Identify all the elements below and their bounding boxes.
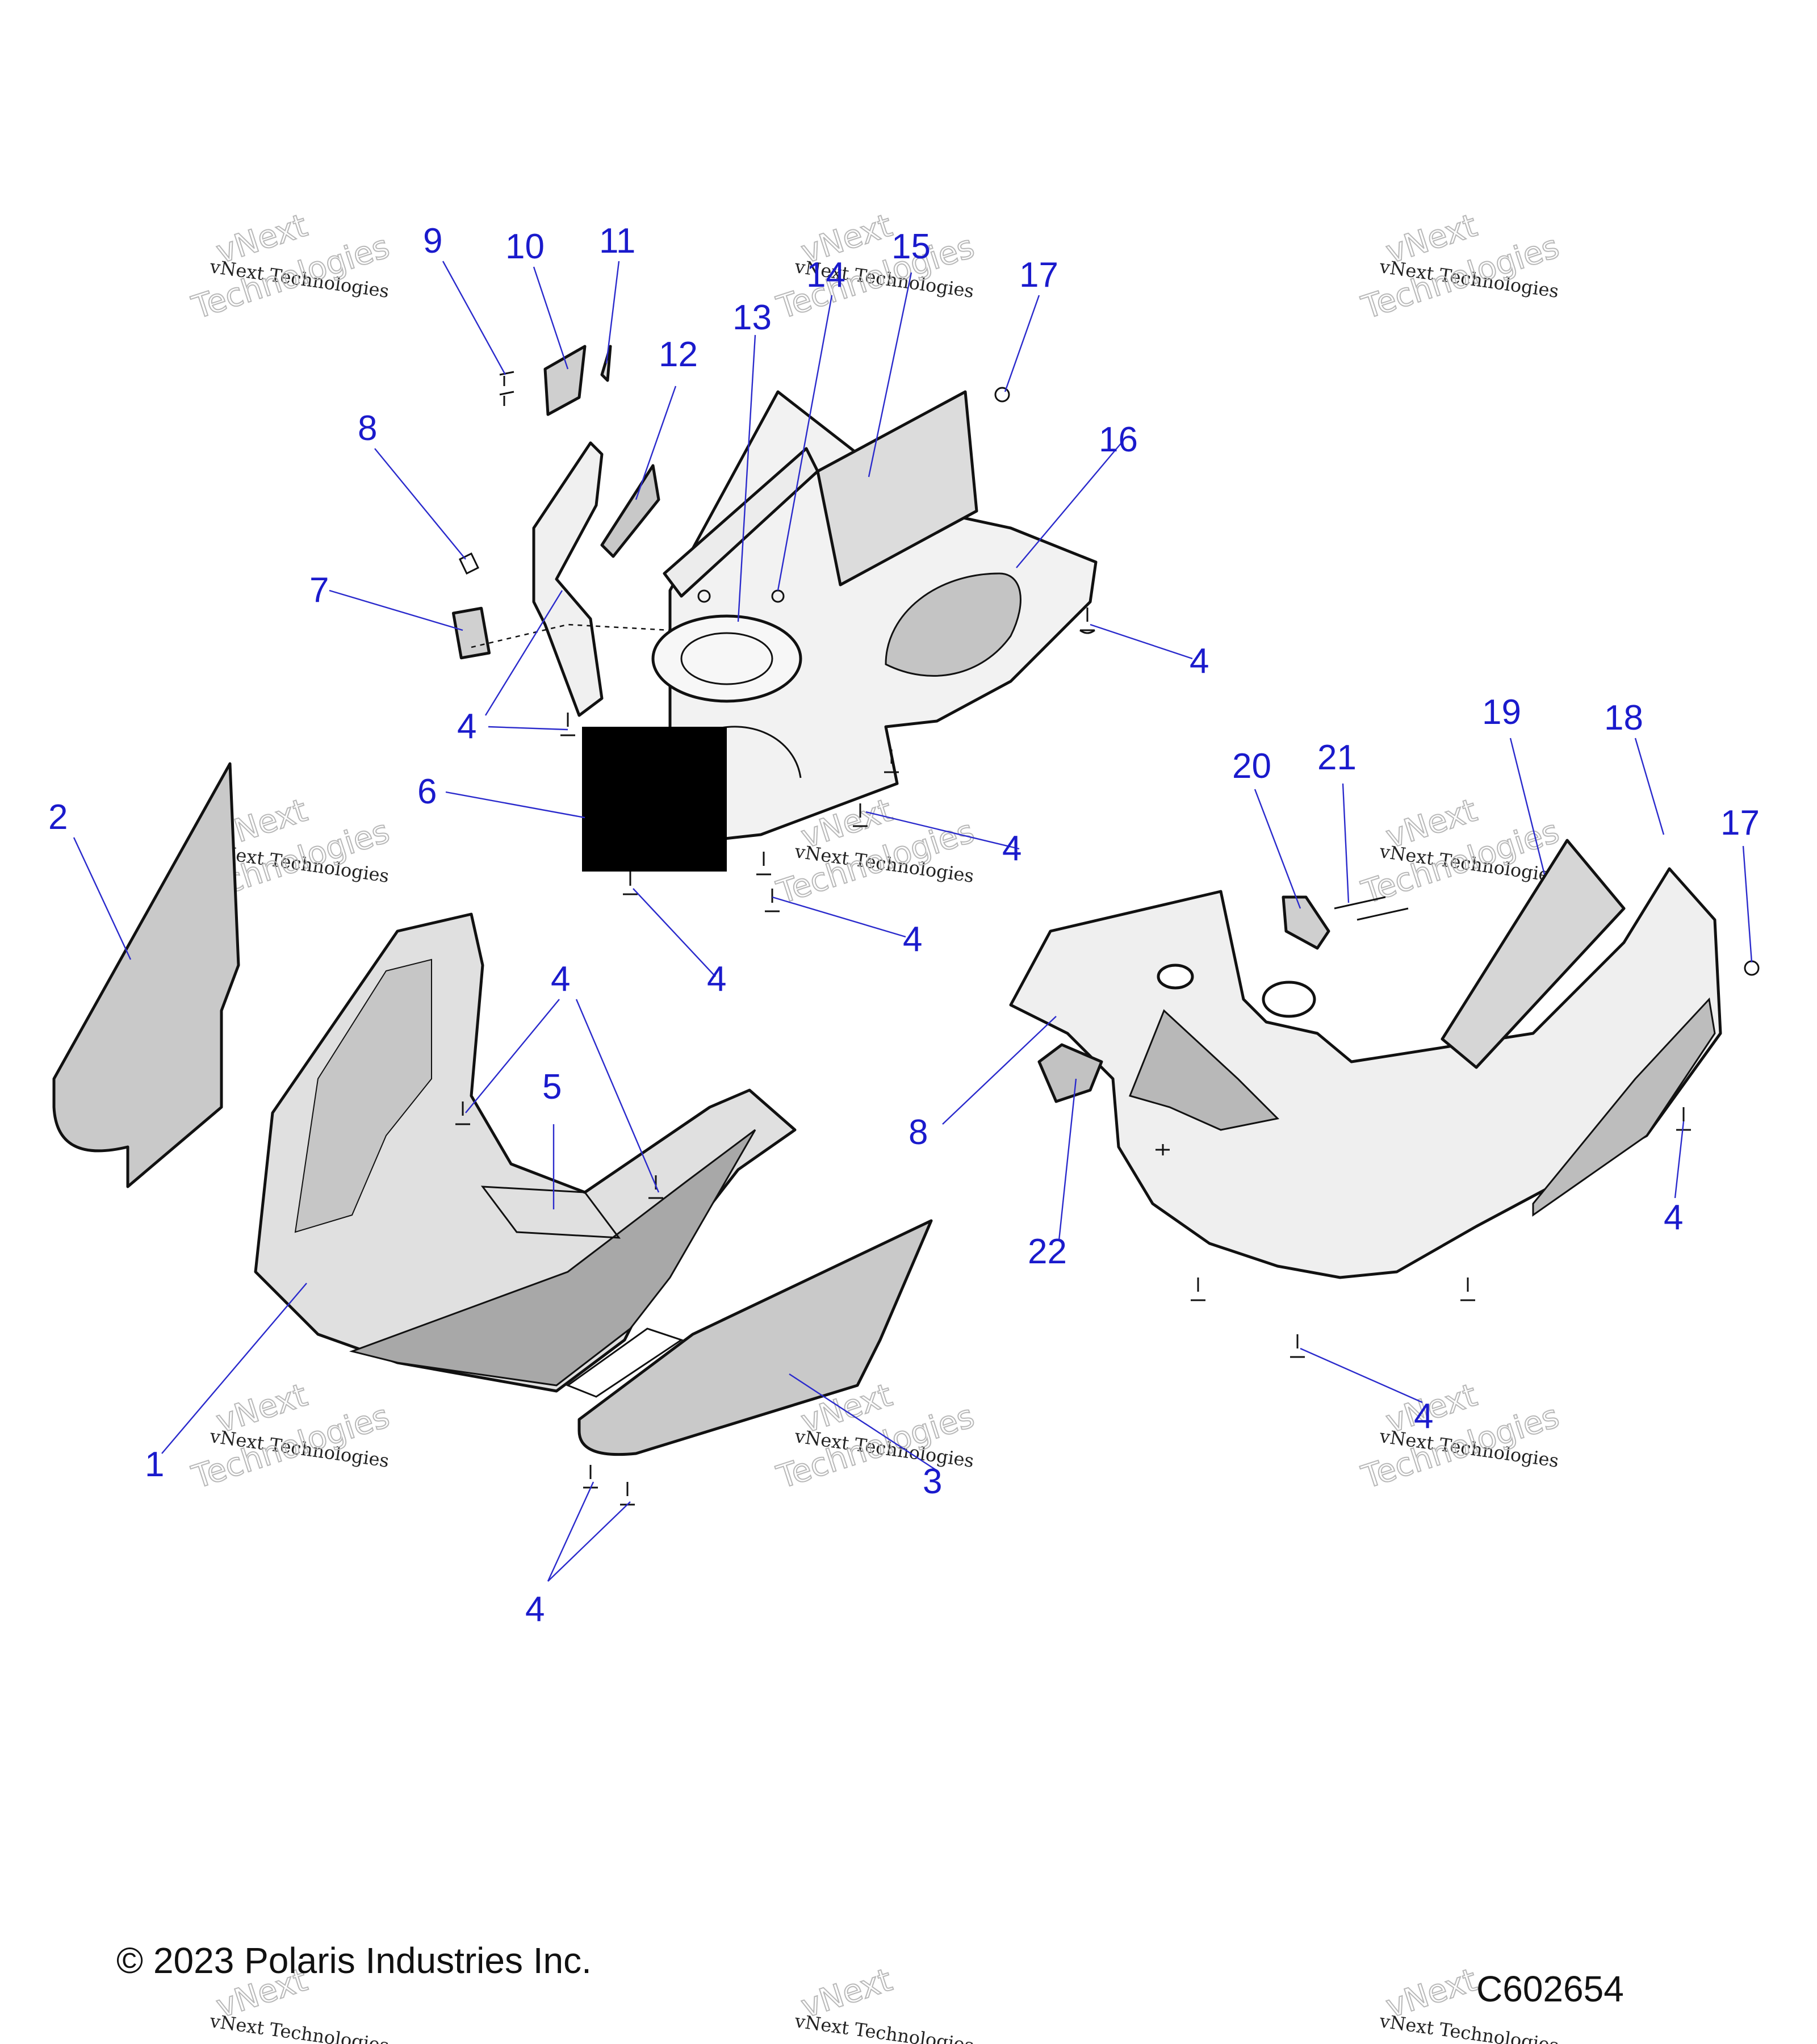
part-13-tray-rail — [663, 447, 819, 598]
callout-17b: 17 — [1720, 803, 1760, 843]
callout-4b: 4 — [457, 707, 476, 746]
callout-15: 15 — [891, 227, 931, 266]
callout-20: 20 — [1232, 747, 1271, 786]
callout-13: 13 — [732, 298, 772, 337]
push-rivets — [455, 608, 1691, 1506]
front-left-assembly — [52, 762, 933, 1456]
watermark: vNext vNext Technologies Technologies — [1357, 1376, 1564, 1497]
part-15-pad — [816, 390, 978, 587]
part-18-mount-hole — [1262, 981, 1316, 1018]
callout-6: 6 — [417, 772, 437, 811]
callout-4i: 4 — [1414, 1397, 1433, 1436]
part-13-air-intake — [651, 614, 802, 703]
callout-4g: 4 — [525, 1590, 545, 1629]
watermark: vNext vNext Technologies — [793, 1961, 976, 2044]
part-21-bolts — [1334, 896, 1409, 921]
svg-text:vNext Technologies: vNext Technologies — [793, 2010, 976, 2044]
svg-text:vNext Technologies: vNext Technologies — [208, 2010, 391, 2044]
copyright-notice: © 2023 Polaris Industries Inc. — [116, 1940, 592, 1981]
part-9-screws — [499, 371, 514, 406]
callout-4h: 4 — [1664, 1198, 1683, 1237]
callout-5: 5 — [542, 1067, 562, 1107]
part-2-side-panel — [52, 762, 240, 1188]
part-5-decal — [480, 1186, 621, 1239]
part-7-clip — [451, 606, 491, 660]
part-11-strip — [600, 345, 612, 382]
part-13-air-intake-inner — [680, 632, 773, 685]
svg-text:vNext Technologies: vNext Technologies — [1378, 2010, 1560, 2044]
callout-4d: 4 — [903, 920, 922, 959]
callout-16: 16 — [1099, 420, 1138, 459]
redaction-block — [582, 727, 727, 872]
callout-8b: 8 — [909, 1113, 928, 1152]
part-17-nut — [994, 387, 1010, 403]
dashed-guide — [471, 623, 671, 648]
callout-7: 7 — [309, 571, 329, 610]
callout-numbers: 9 10 11 12 13 14 15 17 16 8 7 4 4 6 4 4 … — [48, 221, 1760, 1629]
callout-4f: 4 — [551, 960, 570, 999]
watermark: vNext vNext Technologies Technologies — [772, 207, 979, 327]
callout-9: 9 — [423, 221, 442, 261]
rear-right-assembly — [1009, 839, 1760, 1279]
part-19-pad — [1441, 839, 1626, 1069]
part-8-pushpin — [459, 552, 479, 575]
part-floor-plate — [566, 1327, 684, 1398]
part-18-shade — [1532, 997, 1716, 1217]
watermark: vNext vNext Technologies Technologies — [187, 207, 394, 327]
callout-11: 11 — [599, 221, 635, 261]
callout-8a: 8 — [358, 409, 377, 448]
leader-lines — [73, 261, 1753, 1582]
part-bracket-left — [532, 441, 604, 717]
part-1-shade — [349, 1129, 756, 1387]
callout-1: 1 — [145, 1445, 164, 1484]
callout-12: 12 — [659, 335, 698, 374]
callout-4a: 4 — [1190, 642, 1209, 681]
callout-3: 3 — [923, 1462, 942, 1501]
part-17-nut — [1744, 960, 1760, 976]
figure-code: C602654 — [1476, 1968, 1624, 2009]
part-1-inner-shade — [294, 958, 432, 1233]
watermark: vNext vNext Technologies Technologies — [1357, 207, 1564, 327]
part-18-mount-hole — [1157, 964, 1194, 990]
part-22-bracket — [1037, 1043, 1103, 1103]
upper-tray-assembly — [451, 345, 1098, 842]
callout-4e: 4 — [707, 960, 726, 999]
callout-21: 21 — [1317, 738, 1357, 777]
callout-4c: 4 — [1002, 829, 1021, 868]
callout-17a: 17 — [1019, 256, 1058, 295]
callout-10: 10 — [505, 227, 545, 266]
part-3-side-panel — [577, 1219, 933, 1456]
watermark: vNext vNext Technologies Technologies — [187, 1376, 394, 1497]
part-14-grommet — [697, 589, 711, 603]
callout-19: 19 — [1482, 693, 1521, 732]
part-12-deflector — [600, 464, 660, 558]
callout-2: 2 — [48, 798, 68, 837]
callout-14: 14 — [806, 256, 845, 295]
part-18-rear-body — [1009, 867, 1722, 1279]
part-16-shade — [885, 572, 1021, 677]
part-20-plate — [1282, 895, 1330, 950]
part-10-bracket — [543, 345, 587, 416]
callout-18: 18 — [1604, 698, 1643, 738]
callout-22: 22 — [1028, 1232, 1067, 1271]
part-18-left-shade — [1128, 1009, 1280, 1131]
